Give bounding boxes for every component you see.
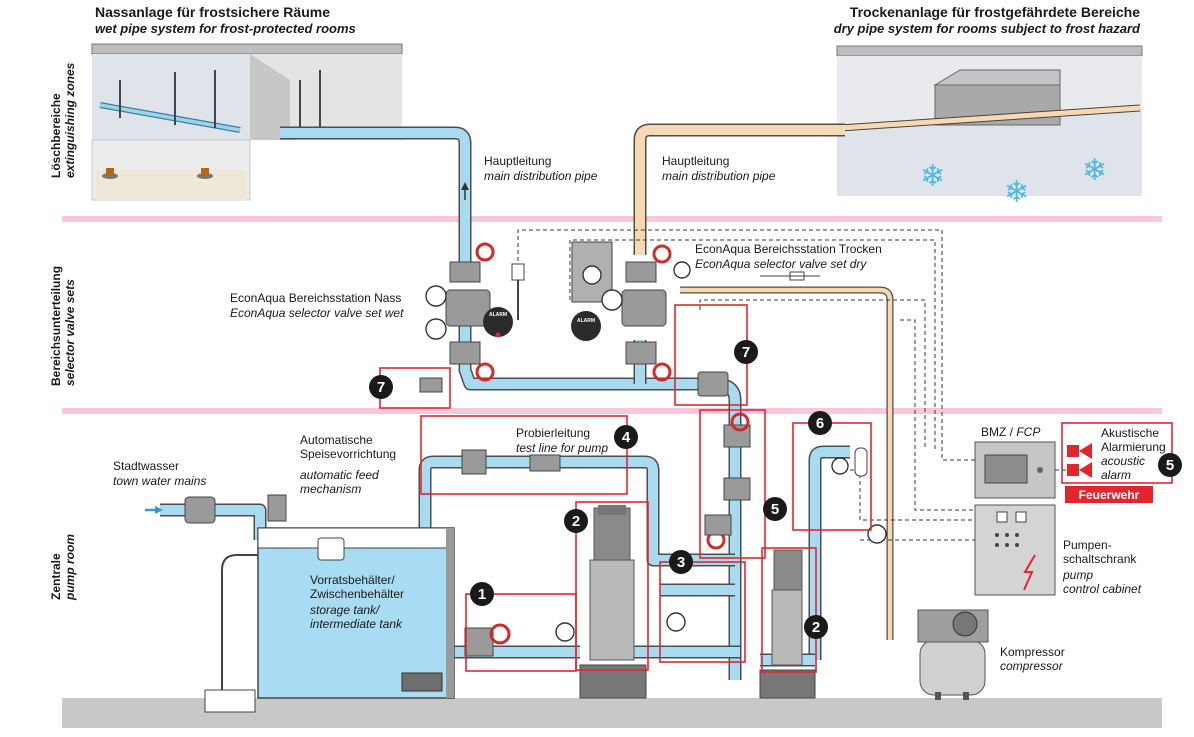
zone-label-extinguishing: Löschbereiche extinguishing zones	[49, 62, 77, 178]
feed-de-1: Automatische	[300, 433, 373, 447]
svg-text:1: 1	[478, 586, 486, 603]
main-pump	[579, 505, 647, 699]
fire-brigade-box	[1065, 486, 1153, 503]
selector-valve-set-dry	[571, 241, 820, 382]
tank-de-2: Zwischenbehälter	[310, 587, 404, 601]
svg-text:4: 4	[622, 429, 631, 446]
wet-room	[91, 43, 430, 201]
test-line-de: Probierleitung	[516, 426, 590, 440]
box-2-main	[575, 501, 649, 671]
svg-text:6: 6	[816, 415, 824, 432]
main-pipe-wet-de: Hauptleitung	[484, 154, 551, 168]
alarm-de-1: Akustische	[1101, 426, 1159, 440]
box-5-mid	[699, 409, 766, 559]
main-pipe-dry-en: main distribution pipe	[662, 169, 776, 183]
test-line-en: test line for pump	[516, 441, 608, 455]
alarm-de-2: Alarmierung	[1101, 440, 1166, 454]
main-pipe-dry-de: Hauptleitung	[662, 154, 729, 168]
alarm-horns	[1067, 443, 1092, 478]
zone-divider-bottom	[62, 408, 1162, 414]
compressor-en: compressor	[1000, 659, 1064, 673]
tank-en-2: intermediate tank	[310, 617, 403, 631]
zone-label-selector: Bereichsunterteilung selector valve sets	[49, 266, 77, 386]
svg-text:2: 2	[572, 513, 580, 530]
pump-control-cabinet	[974, 504, 1056, 596]
svg-text:5: 5	[771, 501, 779, 518]
zone-divider-top	[62, 216, 1162, 222]
svg-text:selector valve sets: selector valve sets	[63, 279, 77, 386]
station-dry-de: EconAqua Bereichsstation Trocken	[695, 242, 882, 256]
signal-wires	[517, 229, 1067, 541]
tank-en-1: storage tank/	[310, 603, 381, 617]
selector-valve-set-wet	[425, 242, 525, 382]
marker-7-right: 7	[734, 340, 758, 364]
alarm-valve-dry-label: ALARM	[577, 318, 595, 324]
cabinet-de-1: Pumpen-	[1063, 538, 1112, 552]
fire-brigade-label: Feuerwehr	[1079, 488, 1140, 502]
dry-title-de: Trockenanlage für frostgefährdete Bereic…	[850, 4, 1140, 20]
svg-text:Bereichsunterteilung: Bereichsunterteilung	[49, 266, 63, 386]
cabinet-de-2: schaltschrank	[1063, 552, 1137, 566]
pump-room-valves	[184, 371, 887, 657]
svg-text:❄: ❄	[1082, 153, 1107, 188]
station-dry-en: EconAqua selector valve set dry	[695, 257, 867, 271]
svg-text:Löschbereiche: Löschbereiche	[49, 93, 63, 178]
marker-7-left: 7	[369, 375, 393, 399]
box-4	[420, 415, 628, 495]
feed-de-2: Speisevorrichtung	[300, 447, 396, 461]
main-pipe-wet-en: main distribution pipe	[484, 169, 598, 183]
cabinet-en-1: pump	[1062, 568, 1093, 582]
fcp-label: BMZ / FCP	[981, 425, 1040, 439]
station-wet-de: EconAqua Bereichsstation Nass	[230, 291, 401, 305]
box-5-alarm	[1061, 422, 1173, 484]
snowflake-icons: ❄ ❄ ❄	[920, 153, 1107, 210]
marker-5-mid: 5	[763, 497, 787, 521]
dry-title-en: dry pipe system for rooms subject to fro…	[834, 21, 1141, 36]
feed-en-2: mechanism	[300, 482, 361, 496]
wet-title-de: Nassanlage für frostsichere Räume	[95, 4, 330, 20]
town-water-en: town water mains	[113, 474, 206, 488]
feed-en-1: automatic feed	[300, 468, 379, 482]
fire-control-panel	[974, 441, 1056, 499]
svg-text:7: 7	[377, 379, 385, 396]
storage-tank	[204, 527, 455, 713]
svg-text:❄: ❄	[920, 159, 945, 194]
alarm-en-1: acoustic	[1101, 454, 1145, 468]
svg-text:7: 7	[742, 344, 750, 361]
marker-1: 1	[470, 582, 494, 606]
svg-text:2: 2	[812, 619, 820, 636]
compressor-de: Kompressor	[1000, 645, 1065, 659]
box-6	[792, 422, 872, 531]
alarm-en-2: alarm	[1101, 468, 1131, 482]
box-2-jockey	[761, 547, 817, 673]
svg-text:❄: ❄	[1004, 175, 1029, 210]
wet-title-en: wet pipe system for frost-protected room…	[95, 21, 356, 36]
marker-4: 4	[614, 425, 638, 449]
svg-text:5: 5	[1166, 457, 1174, 474]
marker-5-alarm: 5	[1158, 453, 1182, 477]
zone-label-pumproom: Zentrale pump room	[49, 534, 77, 601]
svg-text:pump room: pump room	[63, 534, 77, 601]
jockey-pump	[759, 549, 816, 699]
marker-3: 3	[669, 550, 693, 574]
box-3	[659, 561, 746, 663]
dry-room: ❄ ❄ ❄	[836, 45, 1143, 210]
marker-6: 6	[808, 411, 832, 435]
station-wet-en: EconAqua selector valve set wet	[230, 306, 404, 320]
svg-text:Zentrale: Zentrale	[49, 553, 63, 600]
svg-text:extinguishing zones: extinguishing zones	[63, 62, 77, 178]
town-water-de: Stadtwasser	[113, 459, 179, 473]
alarm-valve-wet-label: ALARM	[489, 312, 507, 318]
compressor	[917, 609, 989, 700]
cabinet-en-2: control cabinet	[1063, 582, 1142, 596]
marker-2-main: 2	[564, 509, 588, 533]
highlight-boxes	[379, 304, 1173, 673]
svg-text:3: 3	[677, 554, 685, 571]
tank-de-1: Vorratsbehälter/	[310, 573, 395, 587]
marker-2-jockey: 2	[804, 615, 828, 639]
